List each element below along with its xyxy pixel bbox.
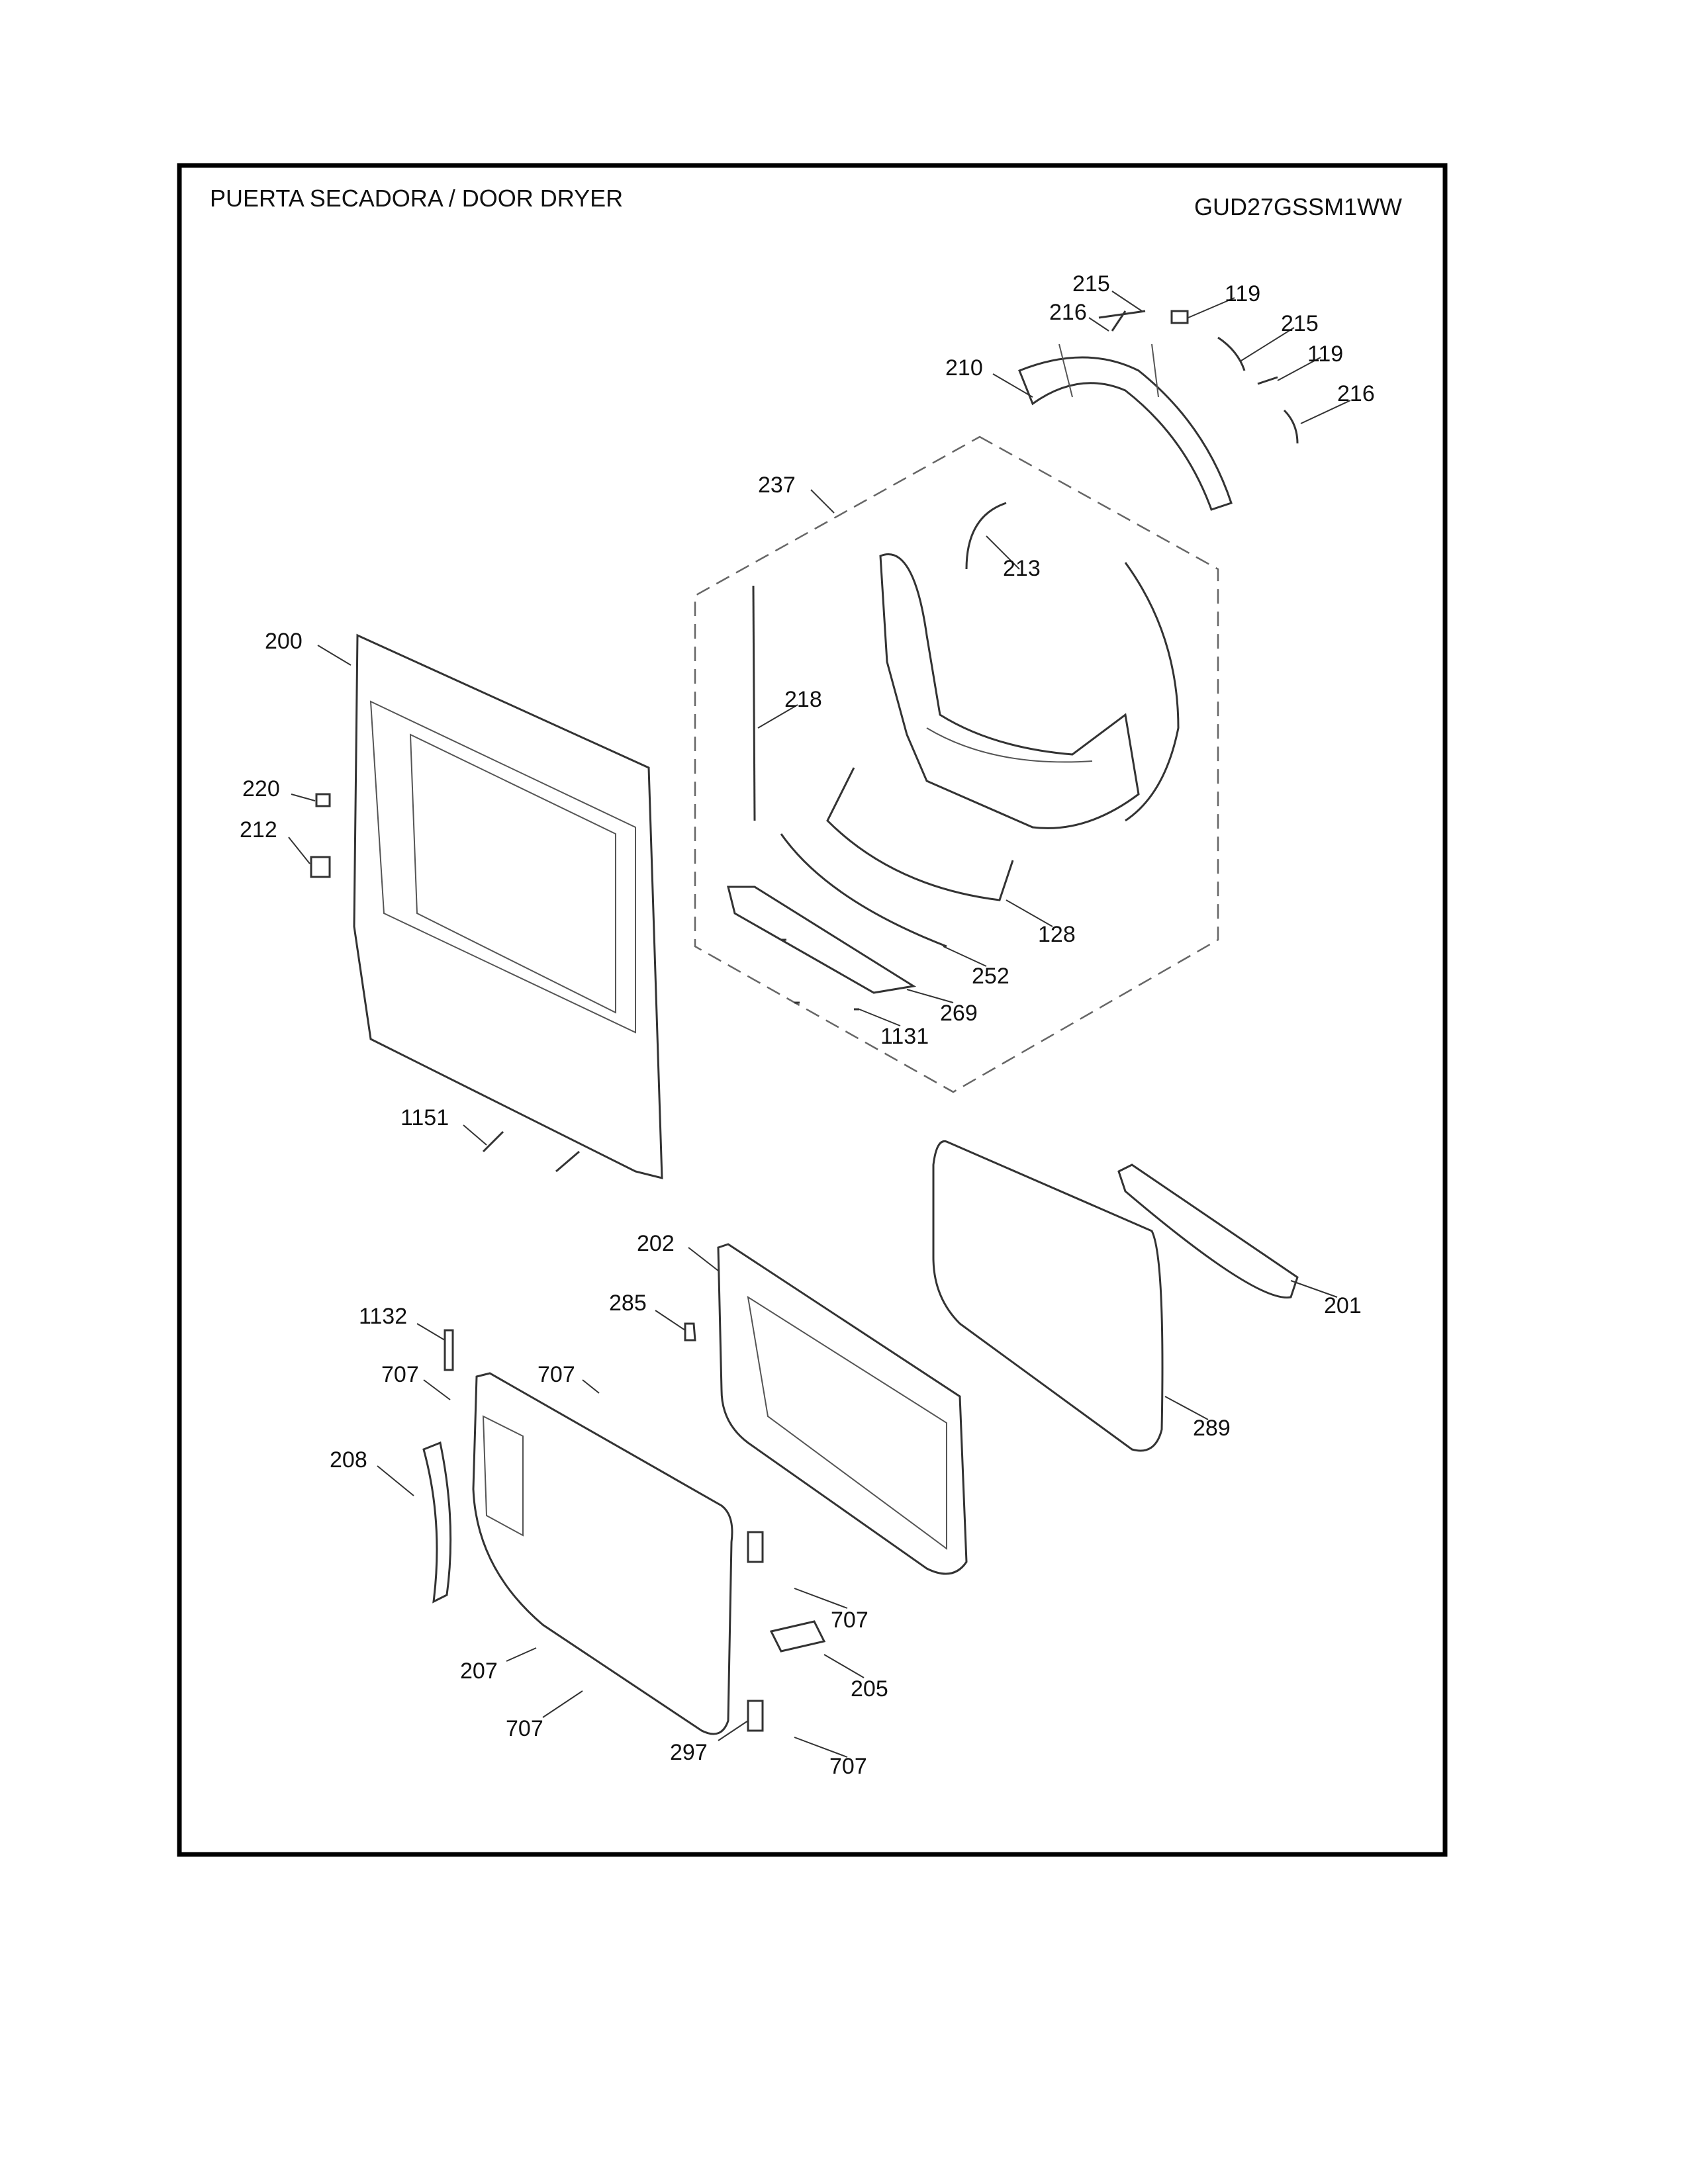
part-220-clip xyxy=(315,793,331,807)
part-297-hinge-upper xyxy=(747,1531,764,1563)
part-1151-screws xyxy=(482,1130,580,1173)
part-200-outer-door xyxy=(353,633,663,1179)
callout-119: 119 xyxy=(1307,341,1343,367)
callout-707: 707 xyxy=(831,1608,868,1633)
model-number: GUD27GSSM1WW xyxy=(1194,193,1402,220)
callout-252: 252 xyxy=(972,964,1009,989)
leader-lines xyxy=(288,291,1351,1758)
callout-1131: 1131 xyxy=(880,1024,929,1049)
callout-202: 202 xyxy=(637,1231,675,1256)
callout-285: 285 xyxy=(609,1291,647,1316)
callout-707: 707 xyxy=(538,1362,575,1387)
callout-707: 707 xyxy=(829,1754,867,1779)
part-1131-screws xyxy=(781,938,859,1011)
diagram-title: PUERTA SECADORA / DOOR DRYER xyxy=(210,185,623,212)
callout-218: 218 xyxy=(784,687,822,712)
callout-216: 216 xyxy=(1337,381,1375,406)
callout-128: 128 xyxy=(1038,922,1076,947)
part-208-door-handle xyxy=(422,1441,452,1604)
callout-215: 215 xyxy=(1281,311,1319,336)
assembly-237-boundary xyxy=(694,435,1219,1093)
callout-215: 215 xyxy=(1072,271,1110,296)
page-border xyxy=(177,163,1448,1857)
part-212-switch xyxy=(310,856,331,878)
part-202-inner-door xyxy=(717,1243,968,1575)
part-218-wire-harness xyxy=(752,585,756,821)
callout-200: 200 xyxy=(265,629,303,654)
callout-119: 119 xyxy=(1225,281,1260,306)
callout-207: 207 xyxy=(460,1659,498,1684)
part-297-hinge-lower xyxy=(747,1700,764,1732)
part-285-latch xyxy=(684,1322,696,1342)
part-252-strip xyxy=(780,833,947,948)
part-289-gasket xyxy=(932,1140,1164,1452)
callout-237: 237 xyxy=(758,473,796,498)
callout-707: 707 xyxy=(506,1716,543,1741)
callout-220: 220 xyxy=(242,776,280,801)
part-205-block xyxy=(769,1620,826,1653)
callout-297: 297 xyxy=(670,1740,708,1765)
part-213-seal-ring xyxy=(965,502,1180,822)
small-clips xyxy=(1098,310,1299,444)
callout-210: 210 xyxy=(945,355,983,381)
part-269-cover xyxy=(727,886,917,994)
callout-269: 269 xyxy=(940,1001,978,1026)
callout-1132: 1132 xyxy=(359,1304,407,1329)
part-1132-label xyxy=(444,1329,454,1371)
callout-216: 216 xyxy=(1049,300,1087,325)
callout-289: 289 xyxy=(1193,1416,1231,1441)
callout-1151: 1151 xyxy=(400,1105,449,1130)
callout-labels: 215 216 119 215 119 210 216 237 213 200 … xyxy=(240,271,1375,1779)
inner-door-liner xyxy=(879,553,1140,829)
callout-205: 205 xyxy=(851,1676,888,1702)
callout-212: 212 xyxy=(240,817,277,842)
part-207-door-panel xyxy=(472,1372,733,1735)
part-210-bracket xyxy=(1018,343,1233,511)
callout-213: 213 xyxy=(1003,556,1041,581)
callout-201: 201 xyxy=(1324,1293,1362,1318)
callout-208: 208 xyxy=(330,1447,367,1473)
callout-707: 707 xyxy=(381,1362,419,1387)
part-128-sensor-bar xyxy=(826,767,1014,901)
part-201-handle xyxy=(1117,1163,1299,1299)
